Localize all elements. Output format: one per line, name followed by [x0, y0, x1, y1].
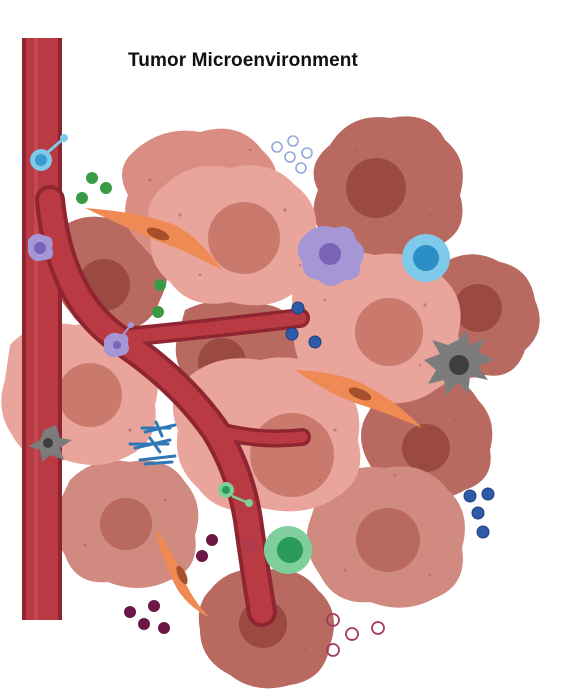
tumor-cell-speckles: [38, 148, 512, 657]
fibroblast-right: [295, 370, 422, 428]
tumor-cell-medium-lower-left: [54, 460, 199, 589]
tumor-cell-dark-top-right: [313, 116, 463, 264]
blue-granules: [285, 301, 495, 539]
macrophage-in-vessel: [28, 233, 53, 261]
pink-vesicles: [244, 540, 385, 657]
green-granules: [76, 172, 166, 318]
fibroblast-bottom: [155, 528, 210, 618]
tumor-cell-light-right: [292, 251, 461, 404]
blue-vesicles: [271, 135, 313, 174]
tumor-cell-light-center-top: [148, 165, 318, 306]
diagram-title: Tumor Microenvironment: [128, 50, 358, 71]
dendritic-cell-in-vessel: [28, 425, 72, 462]
t-cell-green-small: [218, 482, 253, 507]
t-cell-blue-in-vessel: [30, 134, 68, 171]
macrophage-small: [104, 322, 134, 358]
collagen-fibers: [128, 420, 177, 466]
macrophage-large: [297, 226, 365, 286]
t-cell-green-large: [264, 526, 312, 574]
purple-granules: [124, 534, 218, 634]
tumor-cell-medium-bottom-right: [306, 466, 465, 608]
dendritic-cell-large: [424, 330, 495, 396]
t-cell-blue-large: [402, 234, 450, 282]
fibroblast-top: [85, 208, 222, 270]
